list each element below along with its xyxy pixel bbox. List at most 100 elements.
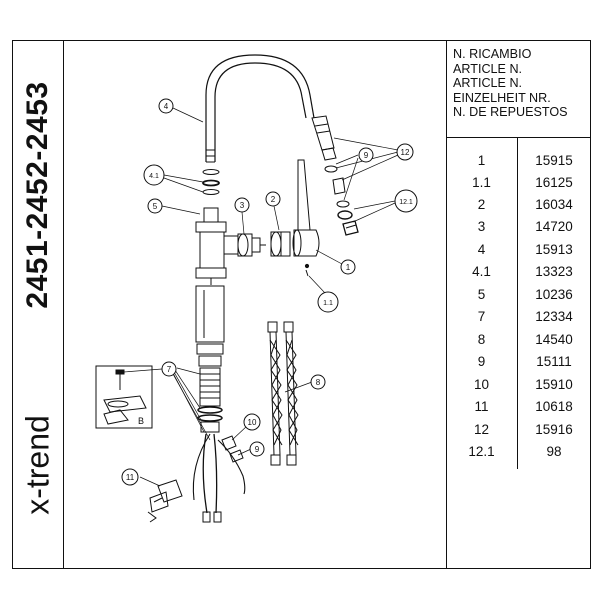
inset-box-b xyxy=(95,365,153,429)
faucet-body-part xyxy=(195,207,239,285)
part-number: 12 xyxy=(473,422,490,437)
flexible-hoses-part xyxy=(267,321,299,466)
parts-table-column-divider xyxy=(517,138,518,469)
model-numbers: 2451-2452-2453 xyxy=(21,81,54,309)
part-number: 7 xyxy=(477,309,486,324)
callout-label: 8 xyxy=(316,378,321,387)
table-row: 5 10236 xyxy=(446,284,591,306)
callout-3: 3 xyxy=(234,197,250,213)
table-row: 11 10618 xyxy=(446,396,591,418)
callout-label: 9 xyxy=(255,445,260,454)
callout-7: 7 xyxy=(161,361,177,377)
callout-label: 7 xyxy=(167,365,172,374)
part-number: 9 xyxy=(477,354,486,369)
faucet-exploded-diagram: B xyxy=(95,54,418,523)
callout-8: 8 xyxy=(310,374,326,390)
lever-handle-part xyxy=(292,159,320,269)
callout-4-1: 4.1 xyxy=(143,164,165,186)
callout-1-1: 1.1 xyxy=(317,291,339,313)
article-code: 10618 xyxy=(535,399,573,414)
header-line-de: EINZELHEIT NR. xyxy=(453,90,551,105)
part-number: 1.1 xyxy=(472,175,491,190)
part-number: 5 xyxy=(477,287,486,302)
part-number: 4.1 xyxy=(472,264,491,279)
ring-nut-part xyxy=(270,231,291,257)
sheet-frame xyxy=(12,40,591,569)
grub-screw-part xyxy=(305,269,309,277)
article-code: 15910 xyxy=(535,377,573,392)
article-code: 16034 xyxy=(535,197,573,212)
table-row: 7 12334 xyxy=(446,306,591,328)
article-code: 15913 xyxy=(535,242,573,257)
article-code: 15916 xyxy=(535,422,573,437)
part-number: 8 xyxy=(477,332,486,347)
callout-4: 4 xyxy=(158,98,174,114)
leader-lines xyxy=(123,107,399,487)
article-code: 13323 xyxy=(535,264,573,279)
table-row: 9 15111 xyxy=(446,351,591,373)
callout-label: 4.1 xyxy=(149,173,159,180)
brand-name: x-trend xyxy=(19,415,56,515)
parts-table-body xyxy=(446,138,591,569)
spray-hose-part xyxy=(192,433,246,523)
callout-label: 2 xyxy=(271,195,276,204)
part-number: 4 xyxy=(477,242,486,257)
header-line-en: ARTICLE N. xyxy=(453,76,523,91)
table-row: 1 15915 xyxy=(446,150,591,172)
callout-9-inlet: 9 xyxy=(249,441,265,457)
callout-label: 3 xyxy=(240,201,245,210)
check-valve-part xyxy=(221,435,237,451)
hose-weight-part xyxy=(147,479,183,523)
article-code: 16125 xyxy=(535,175,573,190)
article-code: 15111 xyxy=(536,354,572,369)
fixing-kit-part xyxy=(197,367,223,433)
callout-label: 4 xyxy=(164,102,169,111)
table-row: 1.1 16125 xyxy=(446,172,591,194)
callout-label: 5 xyxy=(153,202,158,211)
callout-9-spray: 9 xyxy=(358,147,374,163)
cartridge-part xyxy=(237,233,266,257)
callout-5: 5 xyxy=(147,198,163,214)
table-row: 3 14720 xyxy=(446,216,591,238)
header-line-it: N. RICAMBIO xyxy=(453,47,532,61)
part-number: 12.1 xyxy=(468,444,495,459)
inset-letter-b: B xyxy=(138,416,144,426)
table-row: 12 15916 xyxy=(446,419,591,441)
callout-2: 2 xyxy=(265,191,281,207)
table-row: 4 15913 xyxy=(446,239,591,261)
callout-label: 10 xyxy=(248,418,257,427)
article-code: 98 xyxy=(546,444,562,459)
callout-10: 10 xyxy=(243,413,261,431)
base-column-part xyxy=(195,285,225,367)
callout-12: 12 xyxy=(396,143,414,161)
header-line-fr: ARTICLE N. xyxy=(453,61,523,76)
callout-12-1: 12.1 xyxy=(394,189,418,213)
article-code: 14540 xyxy=(535,332,573,347)
spray-head-part xyxy=(311,115,359,236)
header-line-es: N. DE REPUESTOS xyxy=(453,105,568,120)
article-code: 12334 xyxy=(535,309,573,324)
article-code: 15915 xyxy=(535,153,573,168)
table-row: 8 14540 xyxy=(446,329,591,351)
part-number: 10 xyxy=(473,377,490,392)
part-number: 11 xyxy=(474,399,489,414)
table-row: 4.1 13323 xyxy=(446,261,591,283)
article-code: 14720 xyxy=(535,219,573,234)
part-number: 3 xyxy=(477,219,486,234)
table-row: 12.1 98 xyxy=(446,441,591,463)
callout-label: 12 xyxy=(401,148,410,157)
parts-table-header: N. RICAMBIO ARTICLE N. ARTICLE N. EINZEL… xyxy=(446,40,591,138)
callout-label: 12.1 xyxy=(399,199,413,206)
callout-label: 1 xyxy=(346,263,351,272)
callout-1: 1 xyxy=(340,259,356,275)
table-row: 10 15910 xyxy=(446,374,591,396)
callout-11: 11 xyxy=(121,468,139,486)
callout-label: 1.1 xyxy=(323,300,333,307)
hose-connector-part xyxy=(229,449,244,463)
spout-part xyxy=(205,54,315,163)
article-code: 10236 xyxy=(535,287,573,302)
callout-label: 11 xyxy=(126,473,135,482)
callout-label: 9 xyxy=(364,151,369,160)
o-rings-part xyxy=(202,169,220,195)
